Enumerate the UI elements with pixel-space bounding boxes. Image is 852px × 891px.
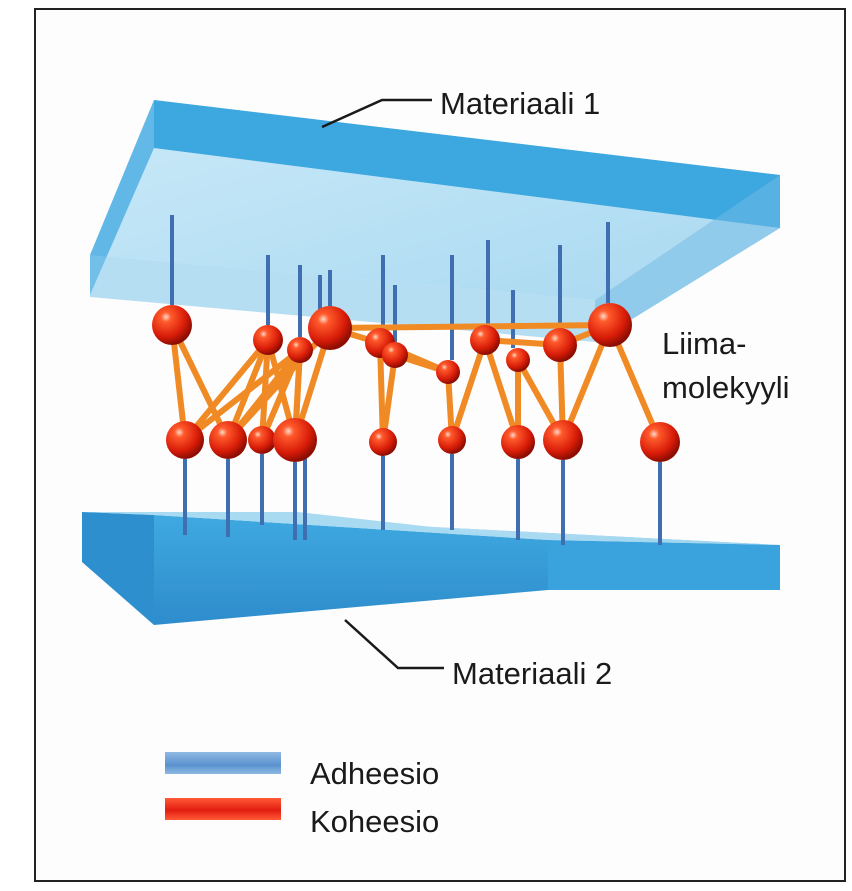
label-glue-molecule: Liima- molekyyli — [662, 322, 789, 410]
glue-atom — [501, 425, 535, 459]
glue-atom — [248, 426, 276, 454]
legend-label-adhesion: Adheesio — [310, 756, 440, 791]
leader-lines — [321, 98, 444, 670]
cohesion-bond — [380, 352, 398, 445]
legend-swatch-adhesion — [165, 752, 281, 774]
material-2-plate — [82, 512, 780, 625]
label-material-2: Materiaali 2 — [452, 656, 613, 691]
glue-atom — [543, 420, 583, 460]
glue-atom — [308, 306, 352, 350]
legend-swatch-cohesion — [165, 798, 281, 820]
leader-line-material-1 — [321, 98, 432, 129]
label-glue-line1: Liima- — [662, 326, 747, 361]
glue-atom — [253, 325, 283, 355]
adhesion-lines — [170, 215, 662, 545]
glue-atom — [152, 305, 192, 345]
glue-atom — [287, 337, 313, 363]
cohesion-bond — [169, 322, 231, 443]
glue-atom — [438, 426, 466, 454]
glue-atom — [369, 428, 397, 456]
glue-atom — [273, 418, 317, 462]
cohesion-bonds — [169, 322, 663, 445]
glue-atom — [506, 348, 530, 372]
glue-atom — [209, 421, 247, 459]
glue-molecule — [152, 303, 680, 462]
cohesion-bond — [225, 347, 303, 443]
glue-atom — [470, 325, 500, 355]
glue-atom — [640, 422, 680, 462]
glue-atom — [382, 342, 408, 368]
material-1-plate — [90, 100, 780, 342]
leader-line-material-2 — [344, 619, 444, 670]
glue-atom — [166, 421, 204, 459]
label-glue-line2: molekyyli — [662, 370, 790, 405]
cohesion-bond — [182, 347, 303, 443]
legend-label-cohesion: Koheesio — [310, 804, 440, 839]
cohesion-bond — [449, 337, 488, 443]
glue-atom — [543, 328, 577, 362]
glue-atom — [588, 303, 632, 347]
cohesion-bond — [327, 322, 613, 331]
cohesion-bond — [182, 337, 271, 443]
glue-atom — [436, 360, 460, 384]
cohesion-bond — [482, 337, 521, 445]
label-material-1: Materiaali 1 — [440, 86, 601, 121]
